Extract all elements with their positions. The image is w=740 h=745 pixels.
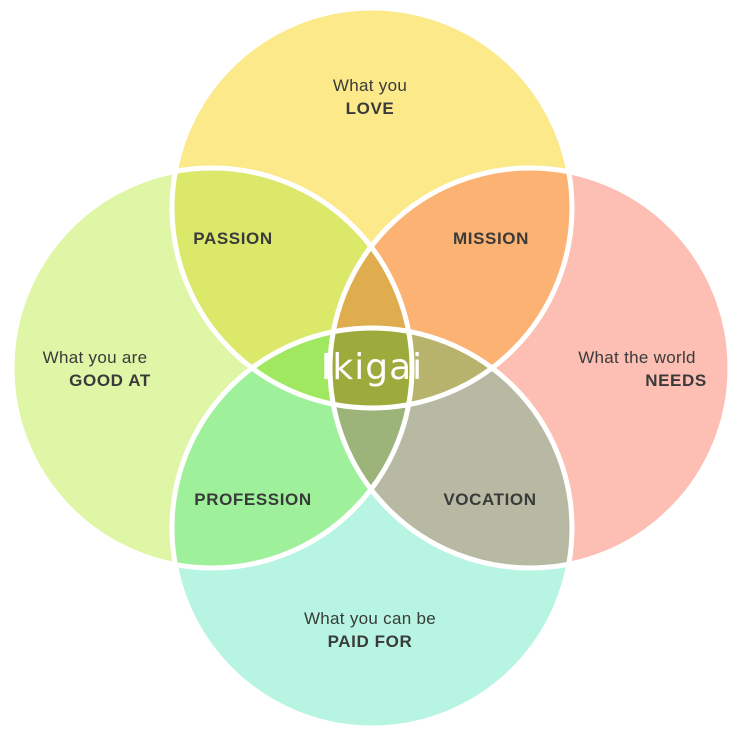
needs-label-line1: What the world [578,348,696,367]
good-at-label-line1: What you are [43,348,148,367]
paid-for-label-line2: PAID FOR [328,632,413,651]
profession-label: PROFESSION [194,490,311,509]
ikigai-label: Ikigai [321,347,423,388]
needs-outline [327,165,733,571]
love-outline [169,5,575,411]
needs-label-line2: NEEDS [645,371,707,390]
good-at-label-line2: GOOD AT [69,371,151,390]
love-label-line1: What you [333,76,407,95]
vocation-label: VOCATION [443,490,536,509]
passion-label: PASSION [193,229,272,248]
love-label-line2: LOVE [346,99,395,118]
paid-for-outline [169,325,575,731]
mission-label: MISSION [453,229,529,248]
paid-for-label-line1: What you can be [304,609,436,628]
good-at-outline [9,165,415,571]
